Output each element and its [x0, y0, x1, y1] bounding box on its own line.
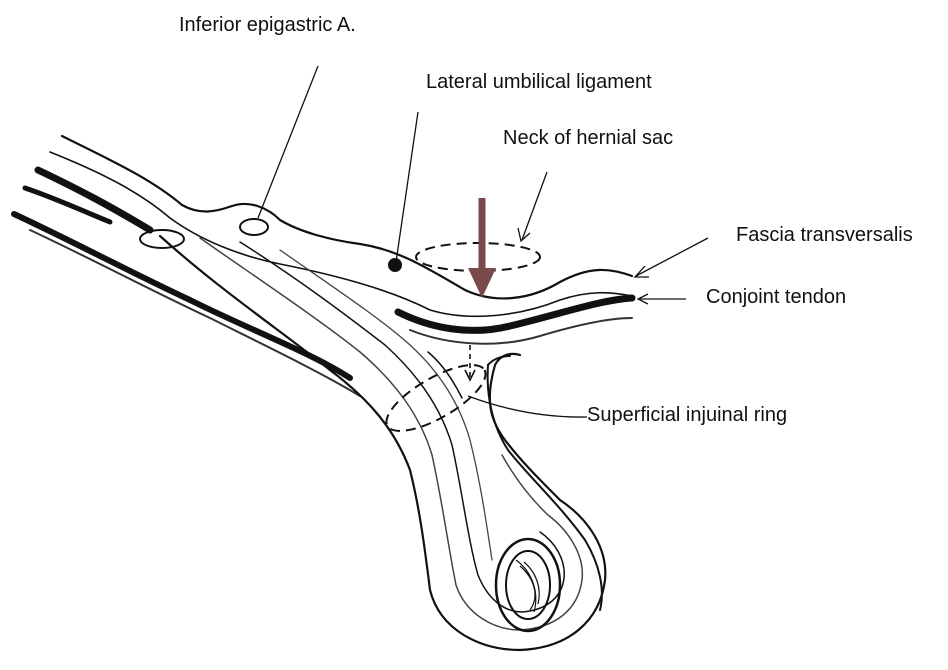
label-neck-of-hernial-sac: Neck of hernial sac	[503, 128, 673, 148]
testis-inner	[506, 551, 550, 619]
label-conjoint-tendon: Conjoint tendon	[706, 287, 846, 307]
conjoint-tendon-line	[398, 298, 632, 330]
label-inferior-epigastric: Inferior epigastric A.	[179, 15, 356, 35]
cord-line-right-inner	[428, 352, 462, 398]
abdominal-wall-layers-left	[14, 136, 632, 396]
inferior-epigastric-vessel	[240, 219, 268, 235]
descent-arrow	[465, 345, 475, 380]
testis-hatch	[516, 560, 539, 612]
leader-fascia-head	[635, 266, 649, 277]
lateral-umbilical-dot	[389, 259, 401, 271]
cord-line-right-outer	[488, 365, 602, 610]
leader-inferior	[258, 66, 318, 218]
label-fascia-transversalis: Fascia transversalis	[736, 225, 913, 245]
layer-gray-1	[30, 230, 360, 396]
label-lateral-umbilical-ligament: Lateral umbilical ligament	[426, 72, 652, 92]
leader-neck	[522, 172, 547, 240]
hernia-arrow	[468, 198, 496, 298]
layer-thick-dark-3	[14, 214, 350, 378]
leader-fascia	[636, 238, 708, 276]
layer-outer-top	[62, 136, 632, 298]
layer-thick-dark-2	[25, 188, 110, 222]
conjoint-tendon-band	[398, 298, 632, 344]
neck-of-sac-oval	[416, 243, 540, 271]
superficial-ring-oval	[378, 353, 495, 444]
cord-line-4	[280, 250, 492, 560]
label-superficial-inguinal-ring: Superficial injuinal ring	[587, 405, 787, 425]
leader-superficial	[468, 396, 587, 417]
leader-lateral	[396, 112, 418, 262]
